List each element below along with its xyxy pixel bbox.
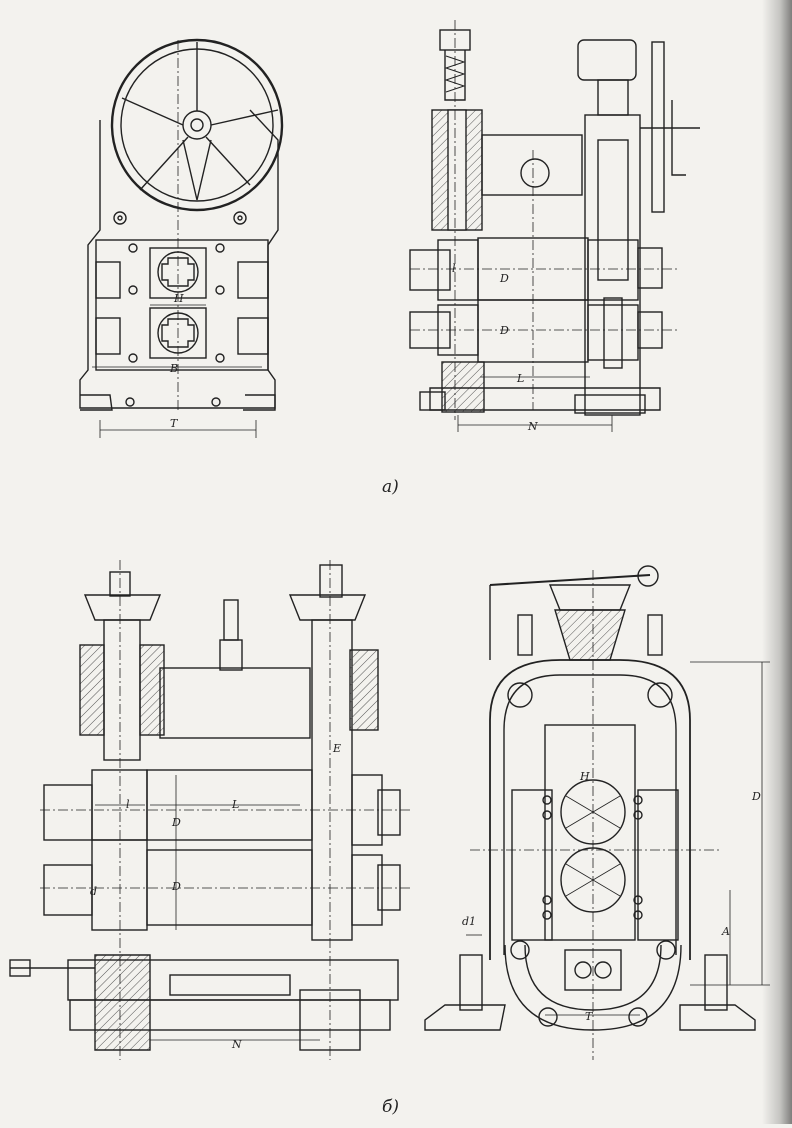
fig-a-side-label-d-lower: D: [499, 324, 509, 337]
caption-b: б): [382, 1097, 399, 1117]
fig-b-side-view: [9, 564, 401, 1051]
fig-a-side-dimensions: [410, 20, 680, 432]
fig-a-front-view: [79, 38, 284, 411]
fig-a-label-b: B: [169, 362, 178, 375]
fig-a-side-label-d-upper: D: [499, 272, 509, 285]
fig-b-front-label-d1: d1: [462, 915, 476, 928]
fig-b-side-label-d-lower: D: [171, 880, 181, 893]
fig-b-side-label-l-big: L: [231, 798, 239, 811]
fig-b-side-dimensions: [40, 560, 410, 1060]
fig-a-label-h: H: [173, 292, 184, 305]
fig-b-side-label-d-upper: D: [171, 816, 181, 829]
page-spine-shadow: [762, 0, 792, 1124]
fig-b-side-label-n: N: [231, 1038, 242, 1051]
caption-a: a): [382, 477, 399, 497]
upper-motor-housing: [577, 39, 637, 81]
fig-b-front-label-t: T: [585, 1010, 594, 1023]
fig-b-side-label-e: E: [332, 742, 341, 755]
fig-b-front-label-h: H: [579, 770, 590, 783]
fig-b-front-view: [424, 565, 756, 1031]
fig-a-side-label-l-big: L: [516, 372, 524, 385]
fig-a-side-view: [409, 29, 700, 416]
fig-b-side-label-d-small: d: [90, 885, 97, 898]
fig-b-front-label-d-side: D: [751, 790, 761, 803]
fig-b-side-label-l-small: l: [126, 798, 130, 811]
fig-b-front-label-a: A: [721, 925, 730, 938]
handwheel-outer: [110, 38, 284, 212]
fig-a-side-label-n: N: [527, 420, 538, 433]
fig-a-label-t: T: [170, 417, 179, 430]
fig-a-front-dimensions: [92, 40, 262, 438]
fig-a-side-label-l-small: l: [452, 262, 456, 275]
